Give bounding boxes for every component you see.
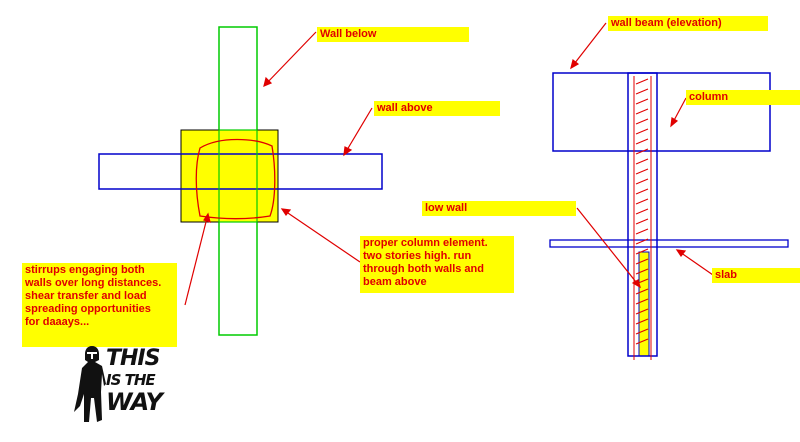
note-stirrups: stirrups engaging both walls over long d… — [22, 263, 177, 347]
note-column: column — [686, 90, 800, 105]
this-is-the-way-logo: THIS IS THE WAY — [72, 344, 182, 426]
column-elevation-outline — [627, 72, 658, 357]
column-tie — [635, 338, 649, 345]
arrow-wall-beam — [570, 22, 607, 70]
column-tie — [635, 208, 649, 215]
note-proper-column: proper column element. two stories high.… — [360, 236, 514, 293]
stirrup-loop — [195, 138, 276, 220]
arrow-stirrups — [184, 212, 211, 306]
wall-above-outline — [98, 153, 383, 190]
column-tie — [635, 238, 649, 245]
column-tie — [635, 168, 649, 175]
logo-line-2: IS THE — [106, 371, 156, 389]
column-tie — [635, 258, 649, 265]
note-low-wall: low wall — [422, 201, 576, 216]
logo-line-1: THIS — [106, 346, 160, 371]
column-tie — [635, 218, 649, 225]
column-tie — [635, 148, 649, 155]
arrow-wall-below — [263, 31, 317, 88]
mandalorian-silhouette-icon — [74, 346, 106, 422]
column-tie — [635, 138, 649, 145]
column-tie — [635, 158, 649, 165]
note-wall-beam: wall beam (elevation) — [608, 16, 768, 31]
note-wall-above: wall above — [374, 101, 500, 116]
logo-line-3: WAY — [106, 388, 163, 416]
column-tie — [635, 298, 649, 305]
arrow-wall-above — [343, 107, 373, 157]
wall-below-overlay — [218, 129, 258, 223]
column-tie — [635, 128, 649, 135]
arrow-low-wall — [576, 207, 641, 289]
slab-elevation — [549, 239, 789, 248]
column-tie — [635, 108, 649, 115]
column-tie — [635, 268, 649, 275]
column-tie — [635, 308, 649, 315]
arrow-proper-column — [280, 208, 361, 263]
wall-beam-elevation — [552, 72, 771, 152]
column-tie — [635, 328, 649, 335]
column-tie — [635, 228, 649, 235]
column-tie — [635, 248, 649, 255]
column-tie — [635, 98, 649, 105]
column-tie — [635, 178, 649, 185]
column-tie — [635, 88, 649, 95]
column-tie — [635, 198, 649, 205]
column-tie — [635, 188, 649, 195]
column-tie — [635, 288, 649, 295]
arrow-slab — [675, 249, 714, 276]
note-wall-below: Wall below — [317, 27, 469, 42]
column-ties — [635, 78, 649, 345]
column-tie — [635, 78, 649, 85]
arrow-column — [670, 97, 687, 128]
column-tie — [635, 118, 649, 125]
column-tie — [635, 318, 649, 325]
note-slab: slab — [712, 268, 800, 283]
